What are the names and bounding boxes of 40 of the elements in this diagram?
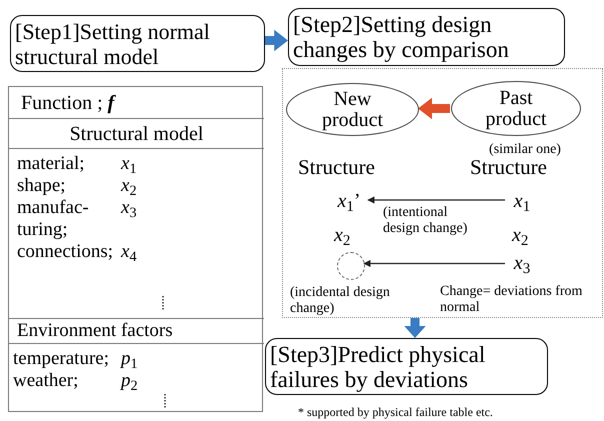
heading: Structure <box>298 154 375 181</box>
node-text: p$_{1}$ <box>121 348 139 370</box>
node-text: [Step2]Setting design changes by comparison <box>293 12 510 62</box>
block-arrow <box>265 30 288 52</box>
node-text: New product <box>320 88 384 130</box>
node-text: Function ; f <box>21 90 114 116</box>
node-text: x$_{4}$ <box>121 241 138 263</box>
note: * supported by physical failure table etc. <box>298 404 494 421</box>
node-text: x$_{3}$ <box>121 197 138 223</box>
node-text: connections; <box>17 241 109 263</box>
dotted-panel <box>282 68 603 318</box>
product-ellipse <box>286 83 419 136</box>
node-text: manufac- turing; <box>17 197 90 241</box>
table-frame <box>8 86 263 412</box>
edge-label: (intentional design change) <box>383 205 468 237</box>
node-text: Environment factors <box>17 318 173 343</box>
variable: x$_{2}$ <box>334 223 350 250</box>
node-text: x$_{1}$ <box>514 189 530 216</box>
block-arrow <box>418 98 450 120</box>
node-text: x$_{1}$’ <box>337 189 361 216</box>
step-box <box>10 15 265 72</box>
node-text: [Step3]Predict physical failures by deviations <box>270 342 486 392</box>
node-text: [Step1]Setting normal structural model <box>15 18 211 68</box>
variable: x$_{2}$ <box>512 223 528 250</box>
node-text: Past product <box>484 88 548 130</box>
node-text: temperature; <box>13 348 110 370</box>
node-text: x$_{1}$ <box>121 153 138 175</box>
note: Change= deviations from normal <box>440 284 584 316</box>
node-text: p$_{2}$ <box>121 370 139 392</box>
node-text: material; <box>17 153 86 175</box>
arrow <box>363 260 505 268</box>
step-box <box>288 8 565 66</box>
block-arrow <box>404 318 426 338</box>
node-text: shape; <box>17 175 67 197</box>
arrow <box>367 196 505 204</box>
node-text: weather; <box>13 370 80 392</box>
node-text: Structural model <box>70 122 204 146</box>
node-text: x$_{3}$ <box>514 251 530 278</box>
note: (incidental design change) <box>290 285 390 317</box>
node-text: x$_{2}$ <box>121 175 138 197</box>
